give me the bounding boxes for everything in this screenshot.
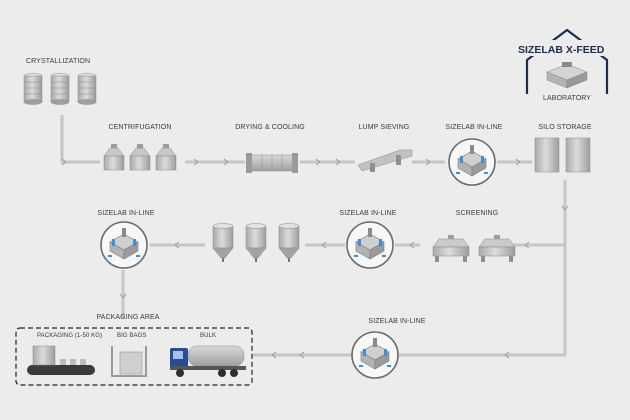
flow-arrows <box>61 158 569 359</box>
label-big-bags: BIG BAGS <box>117 333 147 339</box>
crystallizer-icon <box>23 73 97 105</box>
label-drying-cooling: DRYING & COOLING <box>235 124 305 131</box>
truck-icon <box>170 345 246 377</box>
dryer-icon <box>246 153 298 173</box>
sizelab-inline-icon <box>351 331 399 379</box>
silo-icon <box>212 223 300 263</box>
big-bag-icon <box>111 346 147 377</box>
screening-icon <box>432 234 516 263</box>
label-sizelab-inline: SIZELAB IN-LINE <box>97 210 155 217</box>
pipe-network <box>60 115 567 357</box>
sizelab-inline-icon <box>346 221 394 269</box>
label-screening: SCREENING <box>455 210 499 217</box>
sieve-icon <box>357 149 413 172</box>
label-packaging: PACKAGING (1-50 KG) <box>37 333 103 339</box>
label-packaging-area: PACKAGING AREA <box>96 314 160 321</box>
packaging-icon <box>27 345 95 375</box>
label-sizelab-inline: SIZELAB IN-LINE <box>368 318 426 325</box>
packaging-area-frame <box>15 327 253 386</box>
label-silo-storage: SILO STORAGE <box>538 124 592 131</box>
label-laboratory: LABORATORY <box>542 95 592 102</box>
silo-icon <box>534 137 591 173</box>
label-centrifugation: CENTRIFUGATION <box>108 124 172 131</box>
label-crystallization: CRYSTALLIZATION <box>26 58 91 65</box>
label-bulk: BULK <box>200 333 217 339</box>
label-lump-sieving: LUMP SIEVING <box>358 124 410 131</box>
lab-house-icon <box>515 28 609 94</box>
sizelab-inline-icon <box>448 138 496 186</box>
sizelab-inline-icon <box>100 221 148 269</box>
label-sizelab-xfeed: SIZELAB X-FEED <box>518 44 605 56</box>
label-sizelab-inline: SIZELAB IN-LINE <box>339 210 397 217</box>
centrifuge-icon <box>103 143 177 171</box>
label-sizelab-inline: SIZELAB IN-LINE <box>445 124 503 131</box>
